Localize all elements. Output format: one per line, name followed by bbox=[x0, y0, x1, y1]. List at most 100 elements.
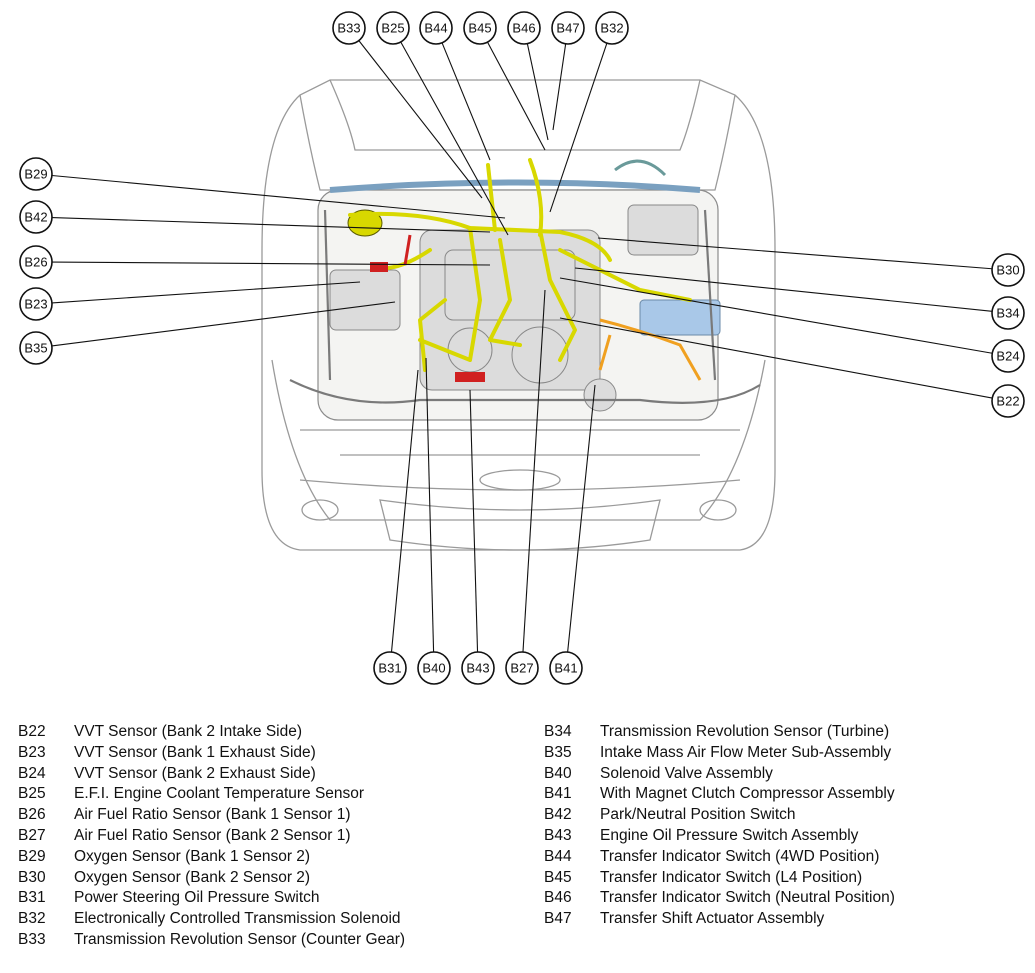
legend-code: B45 bbox=[544, 868, 572, 886]
legend-code: B41 bbox=[544, 785, 572, 803]
callout-text: B31 bbox=[378, 661, 401, 676]
callout-text: B41 bbox=[554, 661, 577, 676]
callout-circle bbox=[332, 11, 366, 45]
leader-line bbox=[425, 357, 435, 653]
callout-b25: B25 bbox=[376, 11, 509, 236]
callout-text: B47 bbox=[556, 21, 579, 36]
legend-code: B22 bbox=[18, 723, 46, 740]
callout-b22: B22 bbox=[559, 317, 1025, 418]
callout-text: B44 bbox=[424, 21, 447, 36]
legend-code: B35 bbox=[544, 743, 572, 761]
legend-code: B24 bbox=[18, 764, 46, 782]
leader-line bbox=[441, 42, 491, 161]
callout-text: B33 bbox=[337, 21, 360, 36]
legend-row: B44 Transfer Indicator Switch (4WD Positi… bbox=[544, 847, 895, 868]
callout-circle bbox=[19, 245, 53, 279]
legend-code: B42 bbox=[544, 806, 572, 824]
callout-b27: B27 bbox=[505, 289, 546, 685]
leader-line bbox=[51, 301, 396, 347]
callout-text: B43 bbox=[466, 661, 489, 676]
legend-code: B30 bbox=[18, 868, 46, 886]
callout-text: B22 bbox=[996, 394, 1019, 409]
callout-circle bbox=[549, 651, 583, 685]
legend-description: Oxygen Sensor (Bank 2 Sensor 2) bbox=[74, 868, 311, 886]
callout-b26: B26 bbox=[19, 245, 491, 279]
callout-circle bbox=[595, 11, 629, 45]
callout-circle bbox=[463, 11, 497, 45]
callout-text: B46 bbox=[512, 21, 535, 36]
legend-code: B27 bbox=[18, 826, 46, 844]
legend-code: B34 bbox=[544, 723, 572, 740]
callout-text: B25 bbox=[381, 21, 404, 36]
legend-row: B45 Transfer Indicator Switch (L4 Positio… bbox=[544, 868, 895, 889]
callout-b42: B42 bbox=[19, 200, 491, 234]
callout-text: B30 bbox=[996, 263, 1019, 278]
legend-row: B24 VVT Sensor (Bank 2 Exhaust Side) bbox=[18, 764, 405, 785]
legend-description: Transmission Revolution Sensor (Counter … bbox=[74, 930, 406, 948]
leader-line bbox=[51, 261, 491, 266]
callout-circle bbox=[19, 287, 53, 321]
leader-line bbox=[51, 174, 506, 219]
callout-text: B26 bbox=[24, 255, 47, 270]
callout-text: B34 bbox=[996, 306, 1019, 321]
callout-b23: B23 bbox=[19, 281, 361, 321]
callout-b24: B24 bbox=[559, 277, 1025, 373]
legend-code: B33 bbox=[18, 930, 46, 948]
leader-line bbox=[559, 317, 993, 399]
legend-row: B30 Oxygen Sensor (Bank 2 Sensor 2) bbox=[18, 868, 405, 889]
callout-circle bbox=[19, 200, 53, 234]
legend-row: B35 Intake Mass Air Flow Meter Sub-Assemb… bbox=[544, 743, 895, 764]
callout-circle bbox=[991, 296, 1025, 330]
engine-bay bbox=[289, 159, 761, 421]
legend-description: Transfer Indicator Switch (L4 Position) bbox=[600, 868, 863, 886]
legend-description: Oxygen Sensor (Bank 1 Sensor 2) bbox=[74, 847, 311, 865]
legend-code: B44 bbox=[544, 847, 572, 865]
callout-b43: B43 bbox=[461, 389, 495, 685]
callout-circle bbox=[551, 11, 585, 45]
leader-line bbox=[390, 369, 419, 653]
callout-circle bbox=[417, 651, 451, 685]
leader-line bbox=[597, 237, 993, 270]
callout-text: B35 bbox=[24, 341, 47, 356]
callout-b41: B41 bbox=[549, 384, 596, 685]
legend-description: Transfer Indicator Switch (4WD Position) bbox=[600, 847, 880, 865]
legend-code: B23 bbox=[18, 743, 46, 761]
legend-description: Transfer Shift Actuator Assembly bbox=[600, 910, 825, 928]
legend-description: VVT Sensor (Bank 2 Exhaust Side) bbox=[74, 764, 316, 782]
legend-description: Transfer Indicator Switch (Neutral Posit… bbox=[600, 889, 895, 907]
callout-circle bbox=[461, 651, 495, 685]
legend-description: VVT Sensor (Bank 2 Intake Side) bbox=[74, 723, 303, 740]
leader-line bbox=[51, 281, 361, 304]
callout-circle bbox=[505, 651, 539, 685]
leader-line bbox=[400, 41, 509, 236]
callout-b31: B31 bbox=[373, 369, 419, 685]
callout-text: B40 bbox=[422, 661, 445, 676]
legend-description: E.F.I. Engine Coolant Temperature Sensor bbox=[74, 785, 365, 803]
leader-line bbox=[552, 43, 567, 131]
leader-line bbox=[526, 43, 549, 141]
callout-text: B32 bbox=[600, 21, 623, 36]
legend-description: Intake Mass Air Flow Meter Sub-Assembly bbox=[600, 743, 892, 761]
leader-line bbox=[522, 289, 546, 653]
legend-code: B46 bbox=[544, 889, 572, 907]
callout-circle bbox=[419, 11, 453, 45]
callout-b34: B34 bbox=[574, 267, 1025, 330]
callout-b44: B44 bbox=[419, 11, 491, 161]
legend-row: B43 Engine Oil Pressure Switch Assembly bbox=[544, 826, 895, 847]
wiring-harness bbox=[347, 158, 702, 382]
legend-description: Engine Oil Pressure Switch Assembly bbox=[600, 826, 859, 844]
legend-code: B43 bbox=[544, 826, 572, 844]
legend-code: B31 bbox=[18, 889, 46, 907]
legend-description: Solenoid Valve Assembly bbox=[600, 764, 773, 782]
callout-b40: B40 bbox=[417, 357, 451, 685]
